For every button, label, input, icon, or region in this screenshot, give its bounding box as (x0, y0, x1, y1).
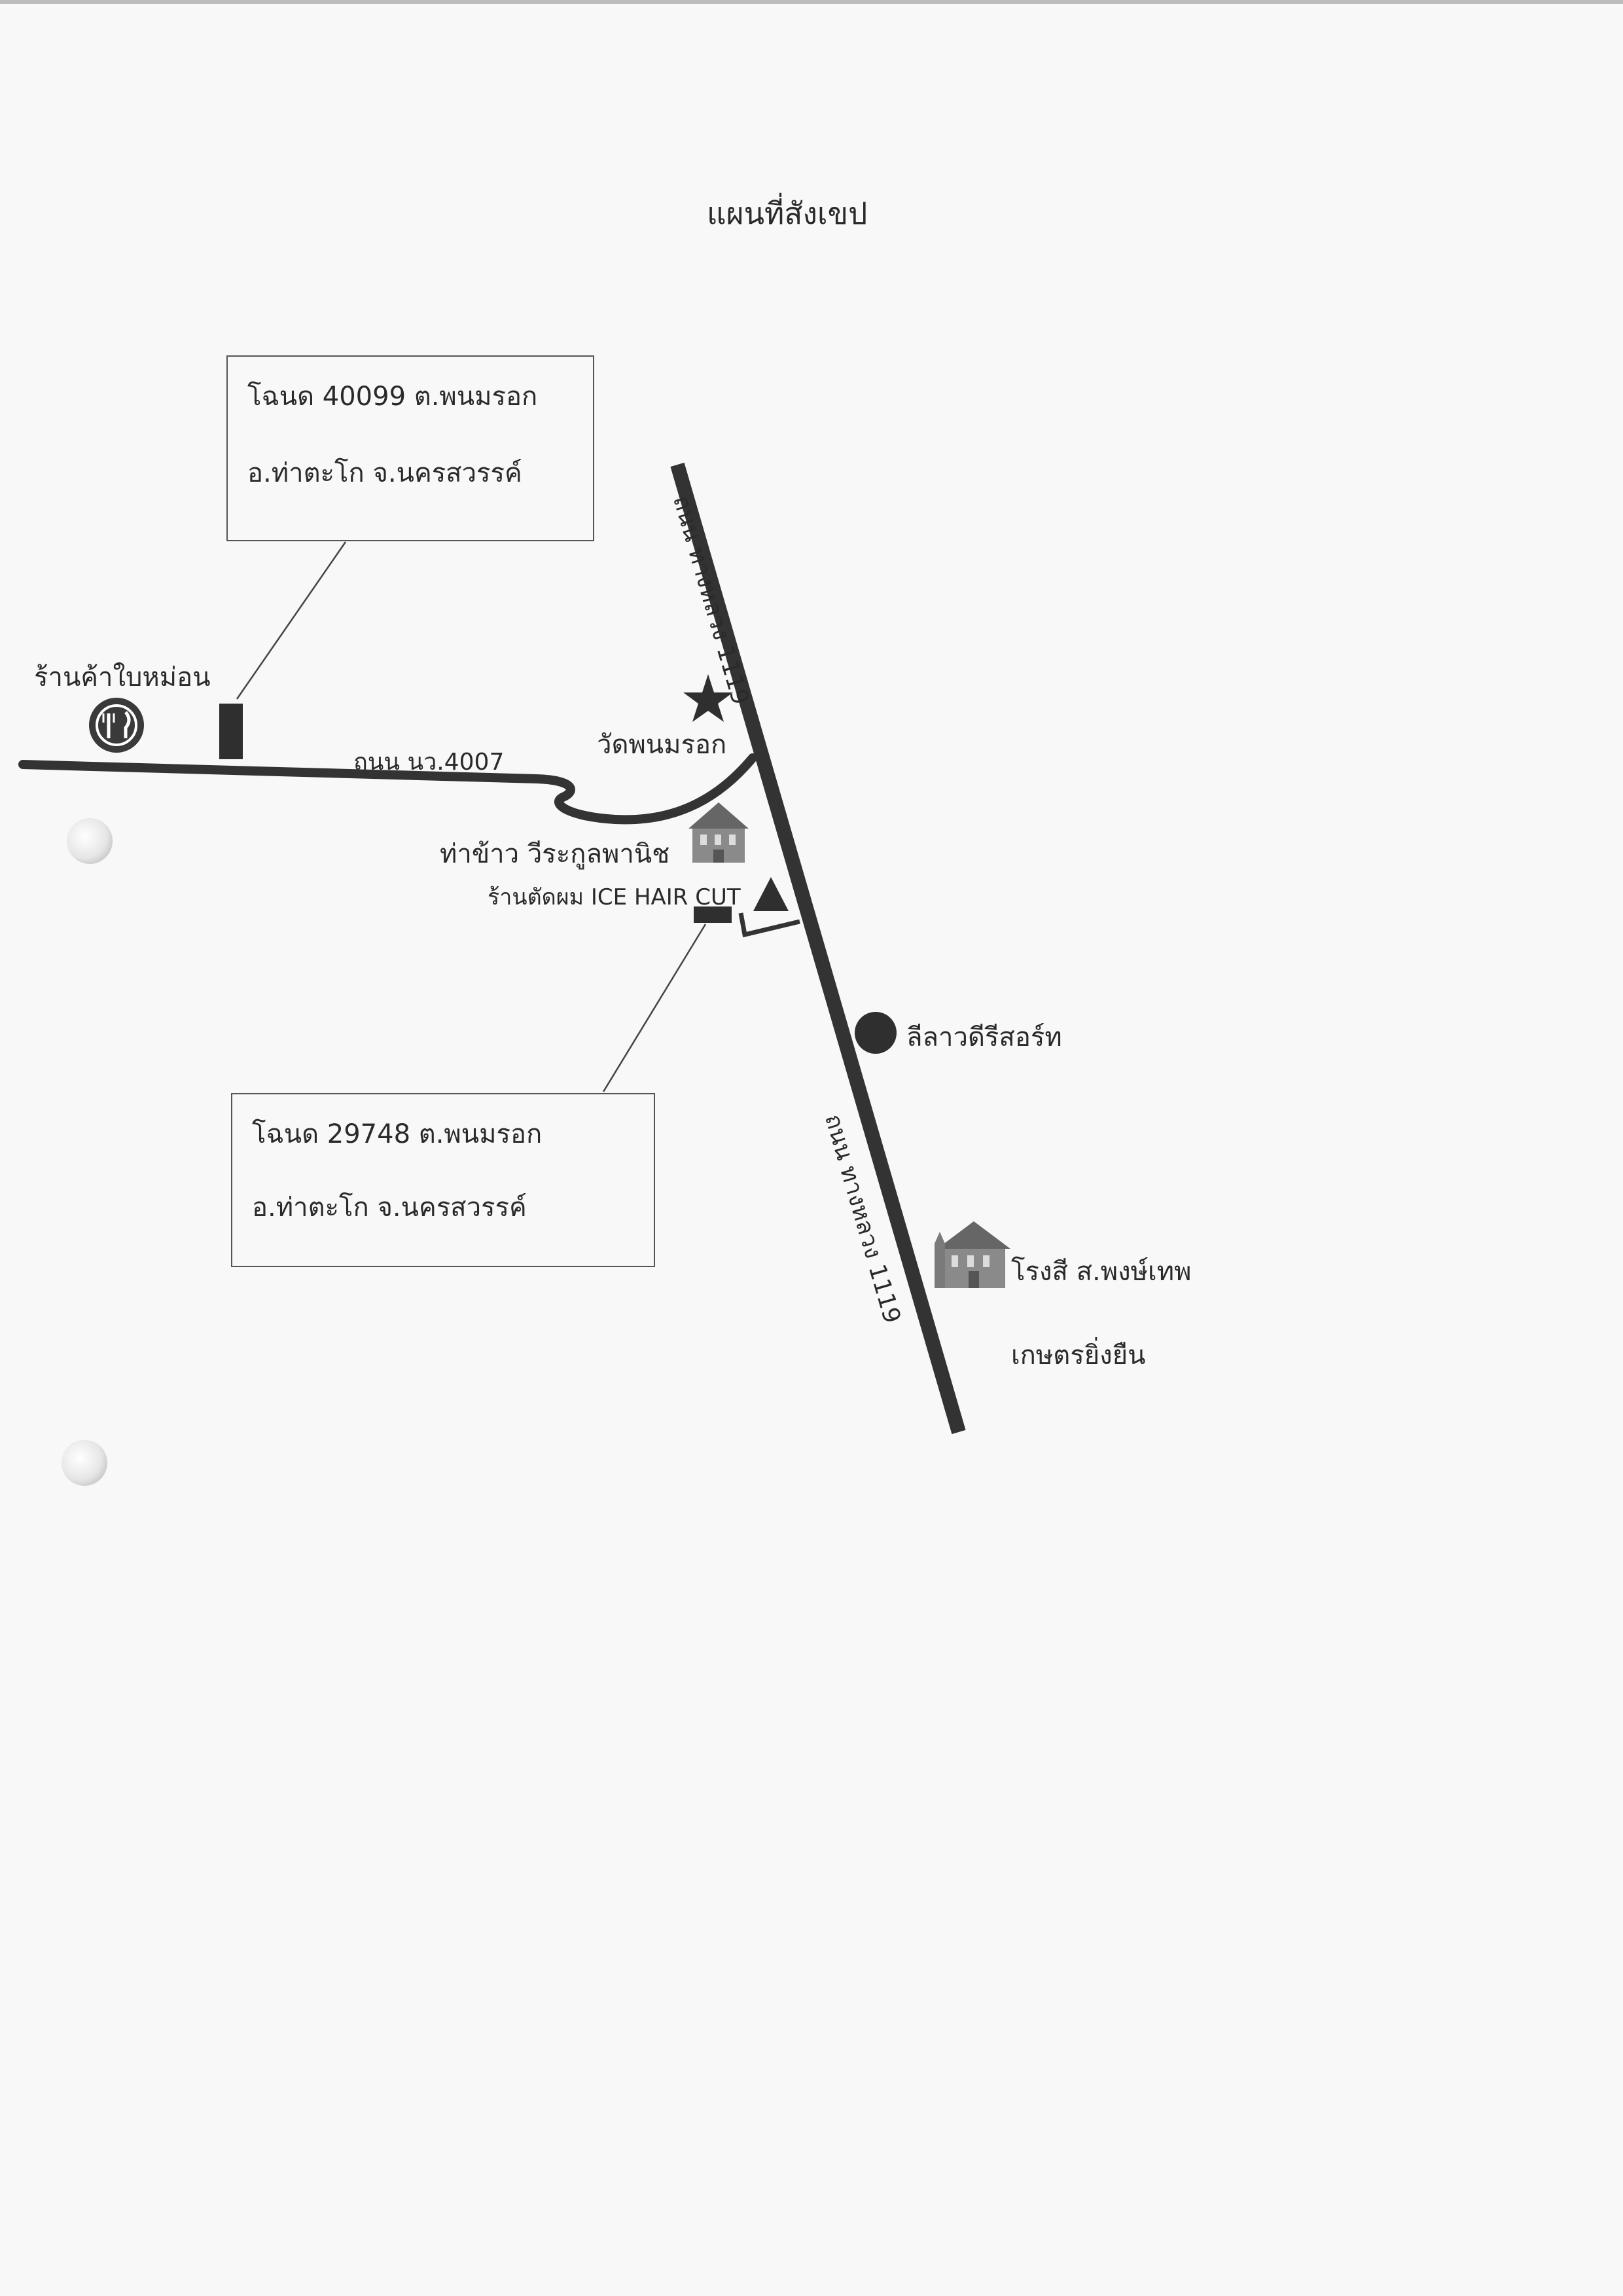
deed-40099-box: โฉนด 40099 ต.พนมรอก อ.ท่าตะโก จ.นครสวรรค… (226, 355, 594, 541)
deed-29748-box: โฉนด 29748 ต.พนมรอก อ.ท่าตะโก จ.นครสวรรค… (231, 1093, 655, 1267)
plot-29748-marker (694, 906, 732, 923)
church-building-icon (935, 1221, 1010, 1288)
deed-40099-line-1: โฉนด 40099 ต.พนมรอก (247, 382, 538, 412)
filled-circle-icon (855, 1012, 897, 1054)
punch-hole-upper (67, 818, 113, 864)
rice-mill-label: ท่าข้าว วีระกูลพานิช (440, 839, 670, 869)
highway-1119-road (670, 462, 966, 1435)
deed-29748-line-2: อ.ท่าตะโก จ.นครสวรรค์ (252, 1193, 527, 1223)
rice-mill-2-label-line-1: โรงสี ส.พงษ์เทพ (1011, 1257, 1192, 1287)
deed-29748-line-1: โฉนด 29748 ต.พนมรอก (252, 1119, 543, 1149)
punch-hole-lower (62, 1440, 107, 1486)
local-road-label: ถนน นว.4007 (353, 749, 505, 776)
leader-line-deed-2 (602, 924, 707, 1092)
fork-knife-icon (89, 698, 144, 753)
barber-access-path (738, 912, 800, 938)
triangle-icon (753, 877, 789, 911)
star-icon (683, 674, 733, 722)
barber-label: ร้านตัดผม ICE HAIR CUT (488, 884, 741, 910)
rice-mill-2-label-line-2: เกษตรยิ่งยืน (1011, 1340, 1146, 1371)
resort-label: ลีลาวดีรีสอร์ท (906, 1022, 1062, 1052)
leader-line-deed-1 (236, 541, 347, 700)
plot-40099-marker (219, 704, 243, 759)
building-icon (688, 802, 749, 863)
local-road-4007 (18, 753, 757, 825)
map-title: แผนที่สังเขป (707, 196, 868, 231)
temple-label: วัดพนมรอก (597, 730, 727, 760)
scan-edge (0, 0, 1623, 4)
deed-40099-line-2: อ.ท่าตะโก จ.นครสวรรค์ (247, 458, 522, 488)
shop-label: ร้านค้าใบหม่อน (34, 662, 211, 692)
